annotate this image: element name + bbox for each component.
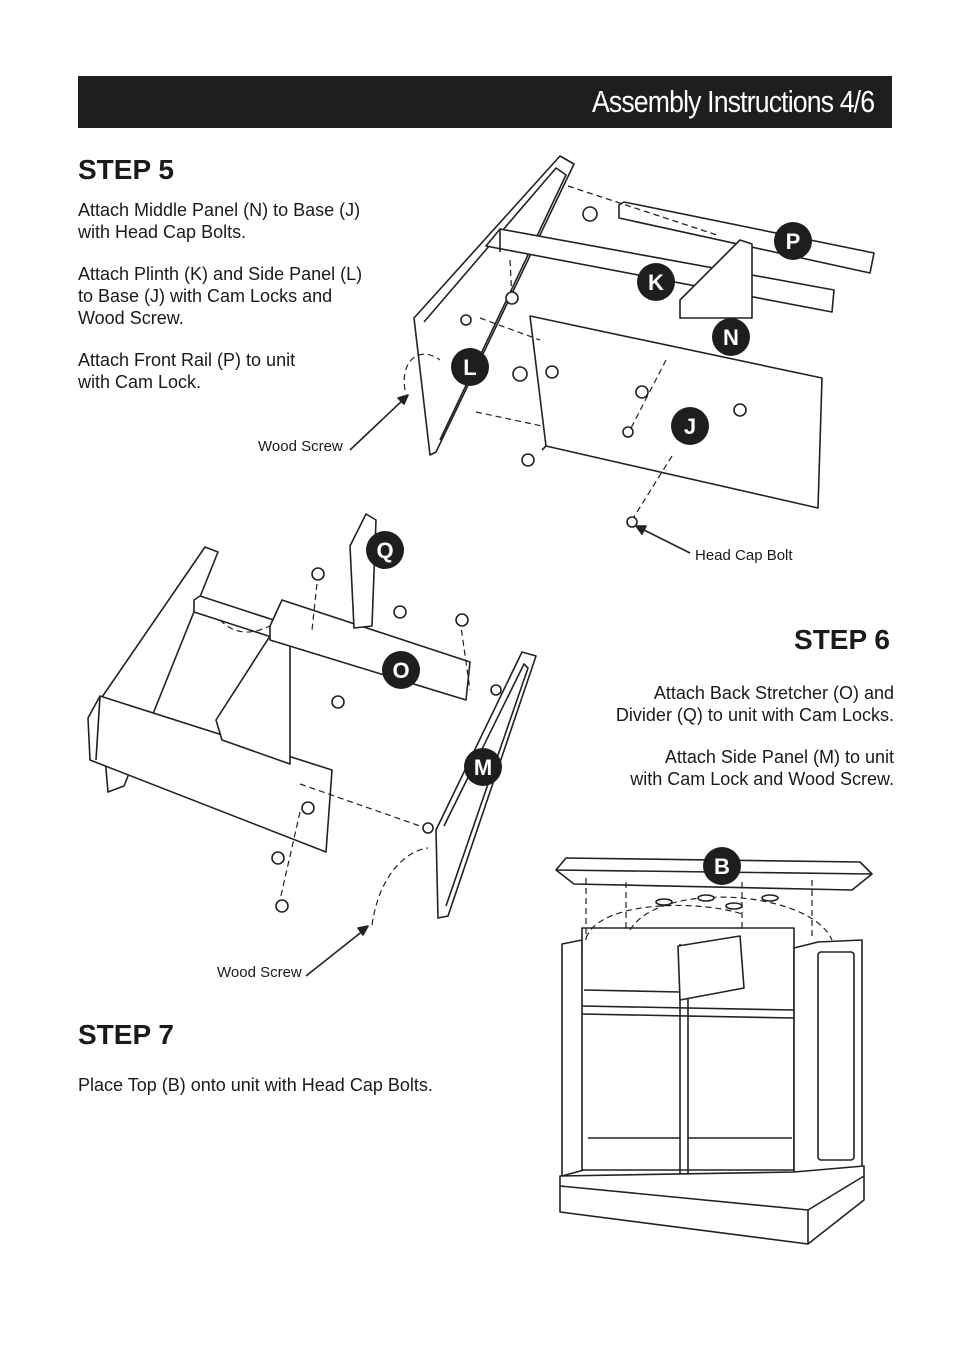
- part-letter: P: [786, 229, 801, 254]
- part-letter: L: [463, 355, 476, 380]
- wood-screw-label: Wood Screw: [217, 964, 302, 981]
- part-letter: N: [723, 325, 739, 350]
- divider-q: [349, 513, 377, 629]
- base-assembly: [87, 695, 333, 853]
- step6-line: Divider (Q) to unit with Cam Locks.: [615, 705, 894, 725]
- step6-diagram: Q O M: [87, 513, 537, 977]
- step7-line: Place Top (B) onto unit with Head Cap Bo…: [78, 1075, 433, 1095]
- side-panel-l: [413, 155, 575, 456]
- step5-title: STEP 5: [78, 154, 174, 185]
- part-badge-p: P: [774, 222, 812, 260]
- front-rail-p: [618, 201, 875, 274]
- part-badge-n: N: [712, 318, 750, 356]
- part-badge-b: B: [703, 847, 741, 885]
- step7-instructions: Place Top (B) onto unit with Head Cap Bo…: [78, 1074, 433, 1096]
- step6-title: STEP 6: [794, 624, 890, 655]
- base-j: [529, 315, 823, 509]
- step6-line: Attach Back Stretcher (O) and: [653, 683, 894, 703]
- step5-line: with Cam Lock.: [78, 372, 202, 392]
- step5-line: Attach Middle Panel (N) to Base (J): [78, 200, 361, 220]
- part-badge-k: K: [637, 263, 675, 301]
- cam-lock-fittings: [271, 567, 502, 913]
- step5-line: with Head Cap Bolts.: [78, 222, 247, 242]
- step7-title: STEP 7: [78, 1019, 174, 1050]
- part-letter: J: [684, 414, 696, 439]
- step5-line: Attach Plinth (K) and Side Panel (L): [78, 264, 363, 284]
- part-letter: K: [648, 270, 664, 295]
- cam-lock-fittings: [460, 206, 747, 528]
- step7-diagram: B: [555, 847, 873, 1245]
- page-title: Assembly Instructions 4/6: [591, 84, 875, 119]
- middle-panel-n: [679, 239, 753, 319]
- head-cap-bolts: [655, 894, 779, 910]
- step6-line: with Cam Lock and Wood Screw.: [630, 769, 894, 789]
- step5-diagram: P K N L J: [349, 155, 875, 554]
- part-letter: M: [474, 755, 492, 780]
- step5-line: to Base (J) with Cam Locks and: [78, 286, 333, 306]
- part-badge-m: M: [464, 748, 502, 786]
- step5-instructions: Attach Middle Panel (N) to Base (J) with…: [78, 199, 362, 393]
- page-header-bar: Assembly Instructions 4/6: [78, 76, 892, 128]
- part-badge-j: J: [671, 407, 709, 445]
- step5-line: Attach Front Rail (P) to unit: [78, 350, 296, 370]
- step5-line: Wood Screw.: [78, 308, 184, 328]
- part-letter: Q: [376, 538, 393, 563]
- wood-screw-label: Wood Screw: [258, 438, 343, 455]
- part-badge-o: O: [382, 651, 420, 689]
- part-badge-l: L: [451, 348, 489, 386]
- part-badge-q: Q: [366, 531, 404, 569]
- head-cap-bolt-label: Head Cap Bolt: [695, 547, 793, 564]
- part-letter: O: [392, 658, 409, 683]
- step6-instructions: Attach Back Stretcher (O) and Divider (Q…: [616, 682, 894, 790]
- part-letter: B: [714, 854, 730, 879]
- cabinet-body: [561, 939, 585, 1177]
- step6-line: Attach Side Panel (M) to unit: [664, 747, 894, 767]
